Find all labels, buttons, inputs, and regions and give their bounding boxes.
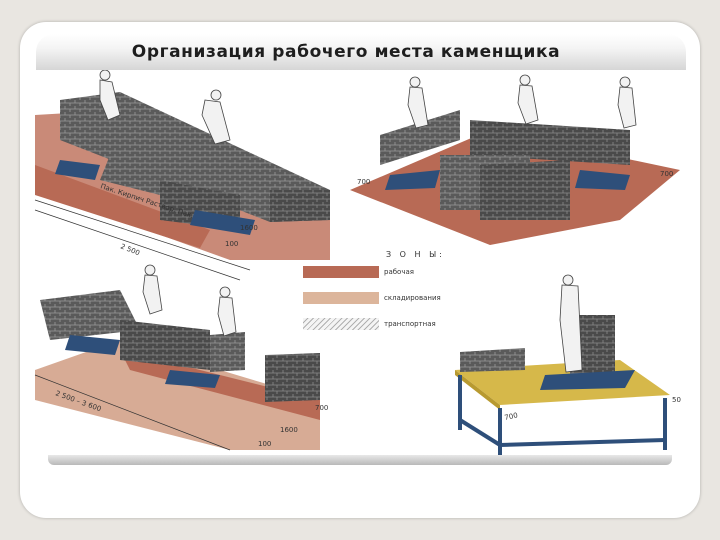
- scene-wall-pallets: 2 500 – 3 600 1600 100 700: [34, 264, 328, 451]
- zone-swatch-storage: [303, 292, 379, 304]
- dim-br-height: 50: [672, 396, 681, 404]
- dim-tr-left: 700: [357, 178, 370, 186]
- zone-label-storage: складирования: [384, 294, 441, 302]
- zone-label-transport: транспортная: [384, 320, 436, 328]
- scene-workbench: 700 50: [455, 274, 681, 455]
- zone-swatch-working: [303, 266, 379, 278]
- dim-bl-offset: 100: [258, 440, 271, 448]
- scene-wall-straight: 2 500 1600 100 Пак. Кирпич Раствор. Пак.: [34, 70, 330, 281]
- dim-tl-offset: 100: [225, 240, 238, 248]
- zones-legend-title: З О Н Ы:: [386, 250, 445, 259]
- dim-bl-width: 1600: [280, 426, 298, 434]
- scene-wall-corner: 700 700: [350, 74, 680, 245]
- zone-label-working: рабочая: [384, 268, 414, 276]
- slide-bottom-bar: [48, 455, 672, 465]
- dim-tl-width: 1600: [240, 224, 258, 232]
- zone-swatch-transport: [303, 318, 379, 330]
- dim-tr-right: 700: [660, 170, 673, 178]
- dim-br-depth: 700: [504, 411, 519, 422]
- title-bar: Организация рабочего места каменщика: [36, 34, 686, 70]
- masonry-illustrations: 2 500 1600 100 Пак. Кирпич Раствор. Пак.…: [34, 70, 681, 455]
- dim-bl-end: 700: [315, 404, 328, 412]
- page-title: Организация рабочего места каменщика: [131, 42, 561, 62]
